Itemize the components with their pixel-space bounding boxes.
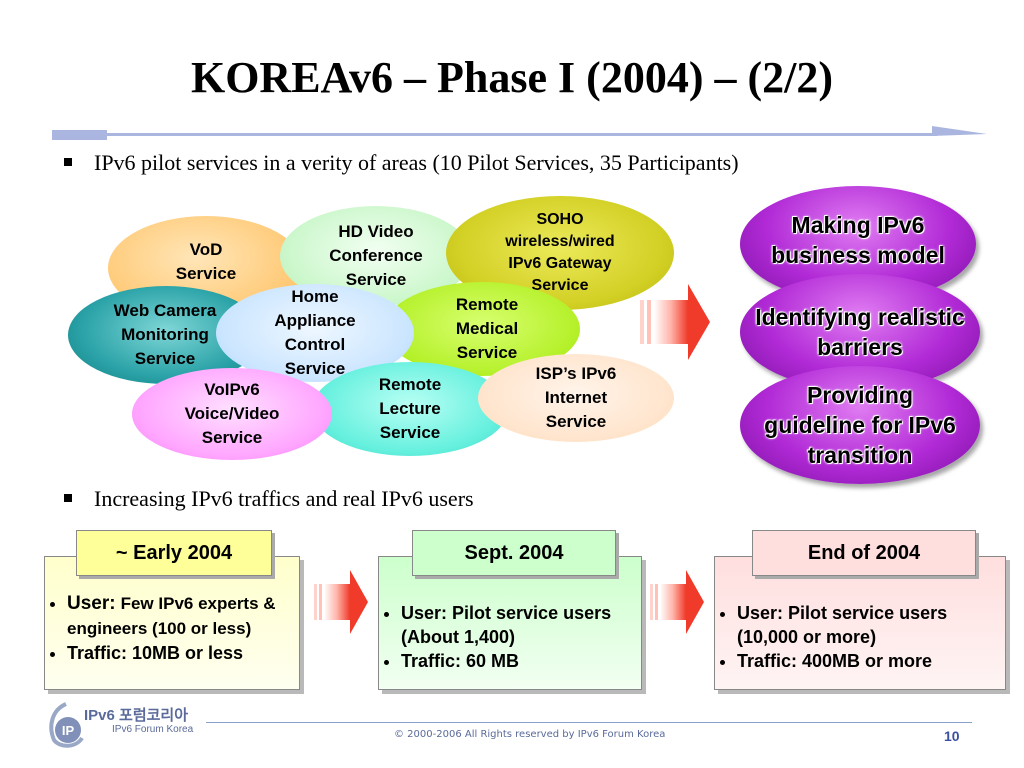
timeline-label-early: ~ Early 2004 <box>76 530 272 576</box>
logo-korean-text: IPv6 포럼코리아 <box>84 707 189 724</box>
goal-guideline: Providing guideline for IPv6 transition <box>740 366 980 484</box>
service-remote-lecture: Remote Lecture Service <box>312 362 508 456</box>
bullet-square-icon <box>64 493 72 502</box>
ipv6-forum-logo-icon: IP <box>49 702 84 748</box>
bullet-pilot-services: IPv6 pilot services in a verity of areas… <box>64 150 739 176</box>
slide-title: KOREAv6 – Phase I (2004) – (2/2) <box>190 53 834 102</box>
timeline-box-end: User: Pilot service users (10,000 or mor… <box>714 556 1006 690</box>
footer-divider <box>206 722 972 723</box>
timeline-early-user: User: Few IPv6 experts & engineers (100 … <box>67 591 299 641</box>
svg-text:IP: IP <box>62 723 75 738</box>
arrow-right-icon <box>640 284 710 360</box>
timeline-end-user: User: Pilot service users (10,000 or mor… <box>737 601 1005 649</box>
bullet-traffic-users: Increasing IPv6 traffics and real IPv6 u… <box>64 486 474 512</box>
logo-english-text: IPv6 Forum Korea <box>112 724 194 735</box>
timeline-sept-list: User: Pilot service users (About 1,400) … <box>379 601 641 673</box>
timeline-sept-traffic: Traffic: 60 MB <box>401 649 641 673</box>
timeline-end-traffic: Traffic: 400MB or more <box>737 649 1005 673</box>
timeline-end-list: User: Pilot service users (10,000 or mor… <box>715 601 1005 673</box>
bullet-square-icon <box>64 157 72 166</box>
page-number: 10 <box>944 728 960 744</box>
service-voip: VoIPv6 Voice/Video Service <box>132 368 332 460</box>
timeline-early-traffic: Traffic: 10MB or less <box>67 641 299 665</box>
arrow-right-icon <box>650 570 704 634</box>
timeline-box-sept: User: Pilot service users (About 1,400) … <box>378 556 642 690</box>
timeline-box-early: User: Few IPv6 experts & engineers (100 … <box>44 556 300 690</box>
timeline-early-list: User: Few IPv6 experts & engineers (100 … <box>45 591 299 665</box>
service-soho: SOHO wireless/wired IPv6 Gateway Service <box>446 196 674 310</box>
arrow-right-icon <box>314 570 368 634</box>
footer-copyright: © 2000-2006 All Rights reserved by IPv6 … <box>394 729 666 740</box>
title-underline <box>52 126 987 140</box>
timeline-sept-user: User: Pilot service users (About 1,400) <box>401 601 641 649</box>
timeline-label-sept: Sept. 2004 <box>412 530 616 576</box>
service-isp: ISP’s IPv6 Internet Service <box>478 354 674 442</box>
timeline-label-end: End of 2004 <box>752 530 976 576</box>
